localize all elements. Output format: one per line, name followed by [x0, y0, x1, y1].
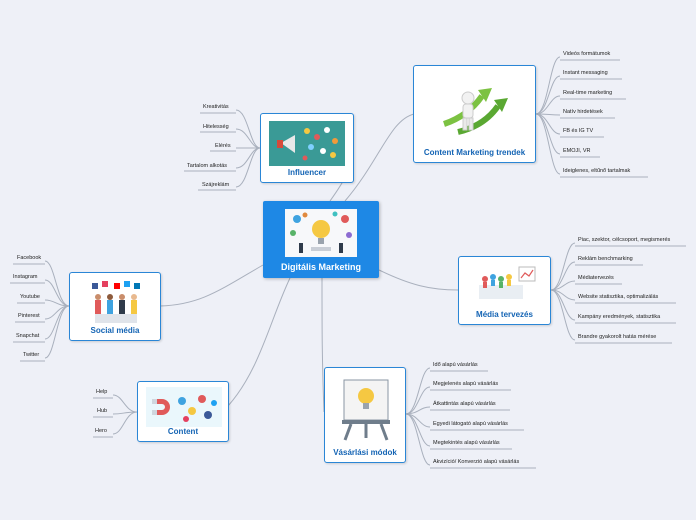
content-trends-item: EMOJI, VR: [563, 148, 591, 154]
content-item: Help: [96, 389, 108, 395]
influencer-item: Kreativitás: [203, 104, 229, 110]
media-planning-node[interactable]: Média tervezés: [458, 256, 551, 325]
magnet-icons-illustration: [146, 387, 222, 427]
social-media-item: Twitter: [23, 352, 40, 358]
social-media-item: Instagram: [13, 274, 38, 280]
media-planning-item: Reklám benchmarking: [578, 256, 633, 262]
media-planning-item: Piac, szektor, célcsoport, megismerés: [578, 237, 671, 243]
social-media-item: Pinterest: [18, 313, 40, 319]
social-media-item: Facebook: [17, 255, 42, 261]
content-trends-item: Videós formátumok: [563, 51, 611, 57]
purchase-item: Megjelenés alapú vásárlás: [433, 381, 499, 387]
influencer-item: Tartalom alkotás: [187, 163, 228, 169]
social-media-title: Social média: [90, 326, 140, 335]
root-node[interactable]: Digitális Marketing: [263, 201, 379, 278]
content-trends-item: Natív hirdetések: [563, 109, 603, 115]
content-trends-node[interactable]: Content Marketing trendek: [413, 65, 536, 163]
purchase-item: Átkattintás alapú vásárlás: [433, 401, 496, 407]
content-title: Content: [167, 427, 199, 436]
purchase-item: Idő alapú vásárlás: [433, 362, 478, 368]
content-trends-item: Ideiglenes, eltűnő tartalmak: [563, 168, 631, 174]
content-trends-item: FB és IG TV: [563, 128, 594, 134]
media-planning-item: Médiatervezés: [578, 275, 614, 281]
purchase-modes-title: Vásárlási módok: [333, 448, 397, 457]
media-planning-title: Média tervezés: [476, 310, 533, 319]
easel-lightbulb-illustration: [337, 376, 395, 442]
purchase-modes-node[interactable]: Vásárlási módok: [324, 367, 406, 463]
content-trends-item: Instant messaging: [563, 70, 608, 76]
influencer-item: Hitelesség: [203, 124, 229, 130]
influencer-item: Szájreklám: [202, 182, 230, 188]
content-trends-item: Real-time marketing: [563, 90, 613, 96]
content-item: Hub: [97, 408, 108, 414]
content-item: Hero: [95, 428, 107, 434]
content-node[interactable]: Content: [137, 381, 229, 442]
influencer-illustration: [269, 121, 345, 166]
media-planning-item: Website statisztika, optimalizálás: [578, 294, 659, 300]
media-planning-item: Kampány eredmények, statisztika: [578, 314, 661, 320]
social-media-node[interactable]: Social média: [69, 272, 161, 341]
influencer-node[interactable]: Influencer: [260, 113, 354, 183]
purchase-item: Megtekintés alapú vásárlás: [433, 440, 500, 446]
social-media-item: Snapchat: [16, 333, 40, 339]
media-planning-illustration: [471, 263, 541, 305]
connector-lines: [10, 56, 686, 469]
social-media-people-illustration: [88, 279, 144, 325]
influencer-title: Influencer: [287, 168, 327, 177]
media-planning-item: Brandre gyakorolt hatás mérése: [578, 334, 657, 340]
growth-arrows-illustration: [438, 76, 514, 144]
purchase-item: Akvizíció/ Konverzió alapú vásárlás: [433, 459, 520, 465]
social-media-item: Youtube: [20, 294, 40, 300]
influencer-item: Elérés: [215, 143, 231, 149]
digital-marketing-illustration: [285, 209, 357, 257]
content-trends-title: Content Marketing trendek: [423, 148, 526, 157]
purchase-item: Egyedi látogató alapú vásárlás: [433, 421, 508, 427]
root-title: Digitális Marketing: [280, 262, 361, 272]
